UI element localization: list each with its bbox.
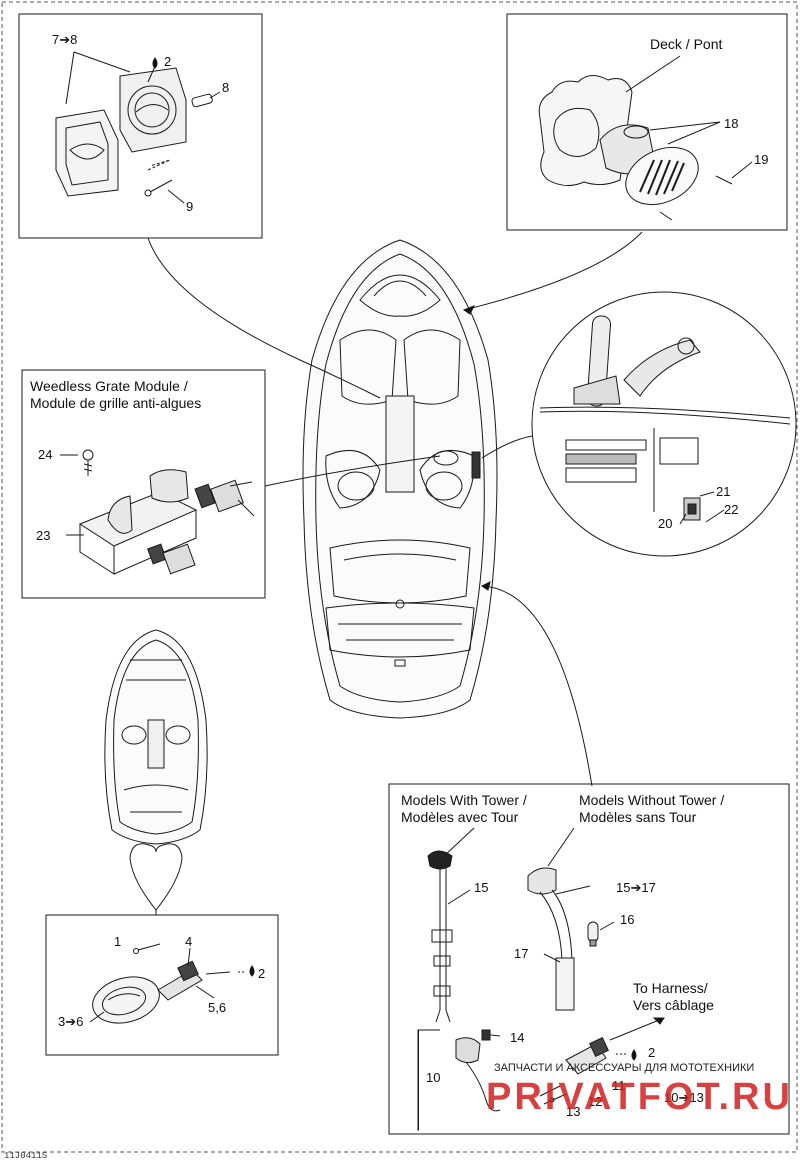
weedless-grate-detail [21, 369, 266, 599]
callout-22: 22 [724, 502, 739, 517]
callout-9: 9 [186, 199, 194, 214]
weedless-title-en: Weedless Grate Module / [30, 378, 188, 394]
callout-12: 12 [588, 1094, 603, 1109]
with-tower-title-en: Models With Tower / [401, 792, 527, 808]
lights-detail [388, 783, 790, 1135]
hull-small [104, 629, 208, 915]
callout-16: 16 [620, 912, 635, 927]
callout-23: 23 [36, 528, 51, 543]
nav-light-detail [45, 914, 279, 1056]
callout-18: 18 [724, 116, 739, 131]
weedless-title-fr: Module de grille anti-algues [30, 395, 202, 411]
deck-horn-detail [506, 13, 788, 231]
callout-20: 20 [658, 516, 673, 531]
callout-2-top: 2 [164, 54, 172, 69]
callout-21: 21 [716, 484, 731, 499]
callout-11: 11 [612, 1078, 626, 1093]
callout-24: 24 [38, 447, 53, 462]
without-tower-title-en: Models Without Tower / [579, 792, 725, 808]
watermark-top: ЗАПЧАСТИ И АКСЕССУАРЫ ДЛЯ МОТОТЕХНИКИ [494, 1062, 755, 1074]
hull-main [302, 239, 498, 719]
callout-15-to-17: 15➔17 [616, 880, 656, 895]
callout-14: 14 [510, 1030, 525, 1045]
callout-7-to-8: 7➔8 [52, 32, 78, 47]
callout-2-light: 2 [258, 966, 266, 981]
callout-13: 13 [566, 1104, 581, 1119]
callout-10-to-13: 10➔13 [664, 1090, 704, 1105]
callout-15: 15 [474, 880, 489, 895]
harness-title-en: To Harness/ [633, 980, 708, 996]
watermark-bottom: PRIVATFOT.RU [486, 1076, 793, 1118]
deck-title: Deck / Pont [650, 36, 723, 52]
drain-plug-detail [18, 13, 263, 239]
without-tower-title-fr: Modèles sans Tour [579, 809, 697, 825]
control-detail [531, 291, 797, 557]
callout-17: 17 [514, 946, 529, 961]
callout-8: 8 [222, 80, 230, 95]
connector-lines [147, 231, 643, 787]
callout-2-harness: 2 [648, 1045, 656, 1060]
callout-10: 10 [426, 1070, 441, 1085]
figure-code: 11J0411S [4, 1151, 48, 1161]
callout-5-6: 5,6 [208, 1000, 227, 1015]
callout-3-to-6: 3➔6 [58, 1014, 84, 1029]
callout-1: 1 [114, 934, 122, 949]
callout-4: 4 [185, 934, 193, 949]
with-tower-title-fr: Modèles avec Tour [401, 809, 519, 825]
harness-title-fr: Vers câblage [633, 997, 714, 1013]
callout-19: 19 [754, 152, 769, 167]
